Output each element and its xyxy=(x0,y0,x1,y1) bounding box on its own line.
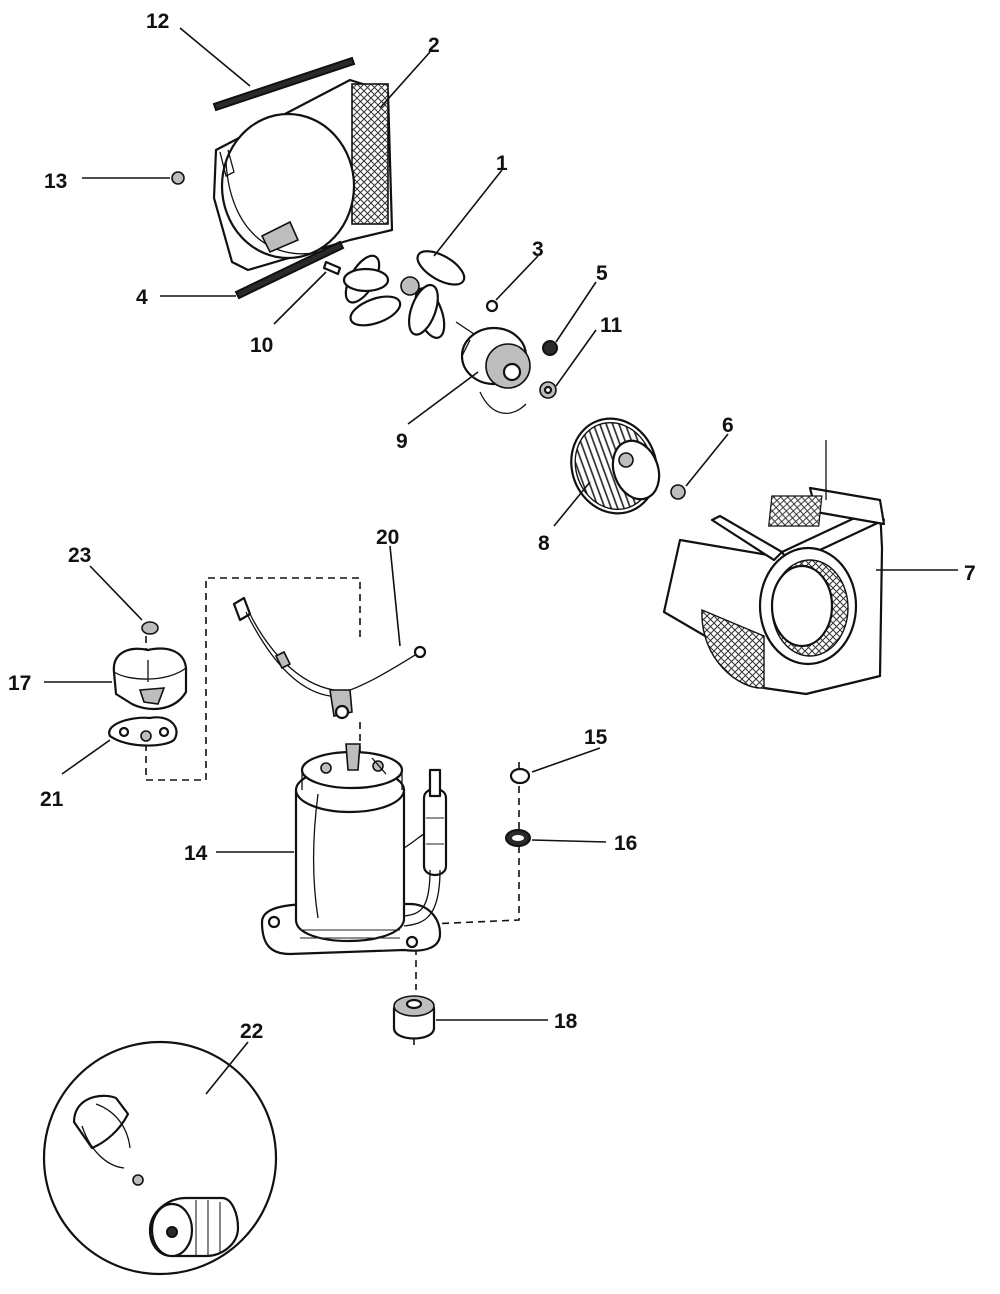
accumulator xyxy=(403,768,448,927)
callout-13: 13 xyxy=(44,170,67,193)
callout-18: 18 xyxy=(554,1010,578,1033)
callout-12: 12 xyxy=(146,10,169,33)
seal-strip-12 xyxy=(212,56,356,112)
callout-5: 5 xyxy=(596,262,608,285)
callout-10: 10 xyxy=(250,334,273,357)
callout-8: 8 xyxy=(538,532,550,555)
wire-harness-20 xyxy=(232,596,427,720)
nut-6 xyxy=(670,484,686,500)
inset-detail-22 xyxy=(42,1040,278,1276)
screw-10 xyxy=(322,260,342,276)
mounting-clip-21 xyxy=(108,716,178,747)
callout-9: 9 xyxy=(396,430,408,453)
callout-7: 7 xyxy=(964,562,976,585)
nut-5 xyxy=(542,340,558,356)
blower-wheel-8 xyxy=(570,417,661,515)
nut-13 xyxy=(171,171,185,185)
rubber-mount-18 xyxy=(392,995,436,1040)
blower-housing-7 xyxy=(662,440,886,696)
washer-11 xyxy=(539,381,557,399)
screw-3 xyxy=(485,299,499,313)
callout-14: 14 xyxy=(184,842,208,865)
terminal-cover-17 xyxy=(112,647,188,710)
callout-2: 2 xyxy=(428,34,440,57)
nut-15 xyxy=(509,767,531,785)
callout-16: 16 xyxy=(614,832,637,855)
callout-15: 15 xyxy=(584,726,608,749)
compressor-14 xyxy=(260,743,442,956)
callout-1: 1 xyxy=(496,152,508,175)
callout-17: 17 xyxy=(8,672,31,695)
nut-23 xyxy=(141,621,159,635)
callout-3: 3 xyxy=(532,238,544,261)
callout-21: 21 xyxy=(40,788,64,811)
callout-labels: 12 2 13 1 3 5 4 10 11 9 6 8 7 20 23 17 2… xyxy=(8,10,976,1043)
seal-strip-4 xyxy=(234,240,345,300)
fan-blade-1 xyxy=(342,250,466,339)
callout-22: 22 xyxy=(240,1020,263,1043)
callout-6: 6 xyxy=(722,414,734,437)
callout-11: 11 xyxy=(600,314,623,337)
fan-shroud-2 xyxy=(212,78,394,272)
grommet-16 xyxy=(505,829,531,847)
callout-20: 20 xyxy=(376,526,399,549)
callout-23: 23 xyxy=(68,544,91,567)
leader-lines xyxy=(44,27,958,1095)
fan-motor-9 xyxy=(455,321,531,414)
callout-4: 4 xyxy=(136,286,148,309)
